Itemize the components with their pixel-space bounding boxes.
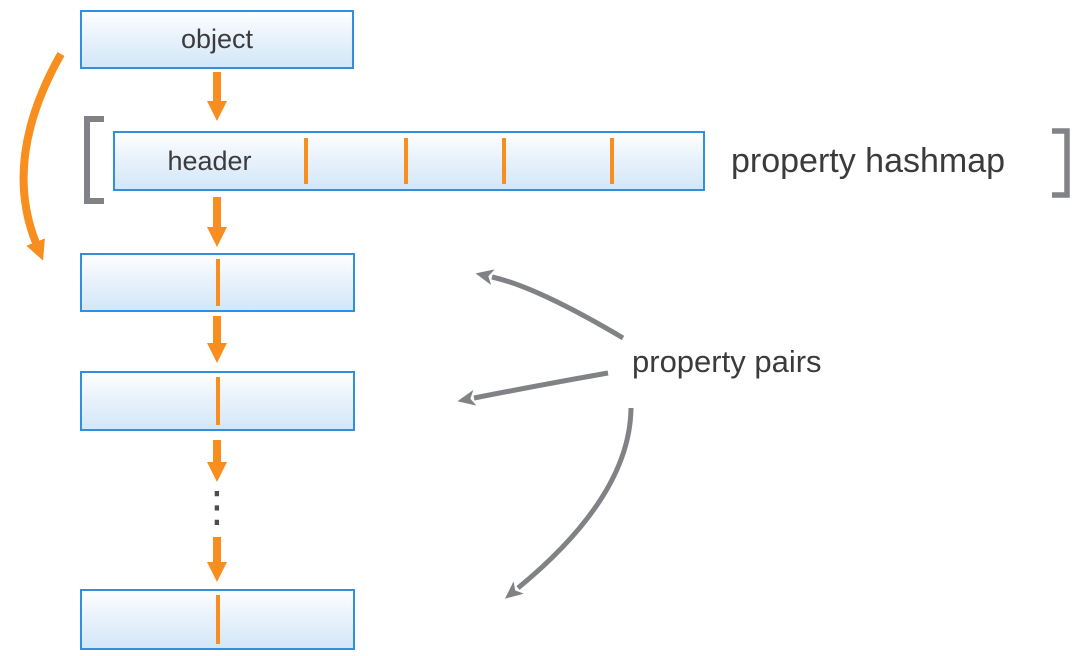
hashmap-caption: property hashmap bbox=[731, 141, 1006, 180]
slot-divider bbox=[610, 138, 614, 184]
right-bracket bbox=[1052, 128, 1070, 198]
slot-divider bbox=[502, 138, 506, 184]
pair-box-1 bbox=[80, 253, 355, 312]
pairs-arrow-top bbox=[475, 269, 625, 341]
slot-divider bbox=[404, 138, 408, 184]
pairs-caption: property pairs bbox=[632, 344, 822, 379]
object-box: object bbox=[80, 10, 354, 69]
pairs-arrow-bottom bbox=[504, 407, 634, 599]
pair-box-3 bbox=[80, 589, 355, 650]
object-label: object bbox=[180, 24, 254, 54]
slot-divider bbox=[304, 138, 308, 184]
pair-box-2 bbox=[80, 371, 355, 431]
hashmap-header-box: header bbox=[113, 131, 705, 191]
vertical-ellipsis: ⋮ bbox=[196, 482, 238, 531]
pair-divider bbox=[215, 259, 220, 306]
pair-divider bbox=[215, 377, 220, 425]
pairs-arrow-middle bbox=[457, 370, 609, 406]
header-label: header bbox=[167, 145, 252, 176]
object-to-pair-curved-arrow bbox=[19, 52, 65, 261]
pair-divider bbox=[215, 595, 220, 644]
left-bracket bbox=[84, 116, 104, 204]
